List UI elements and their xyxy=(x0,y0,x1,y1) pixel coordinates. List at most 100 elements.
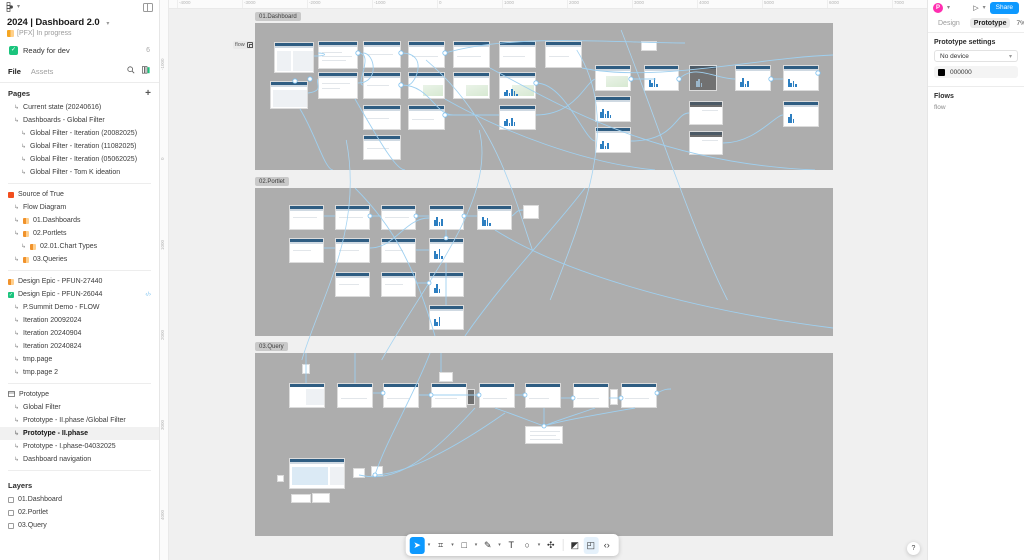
zoom-level[interactable]: 7% xyxy=(1016,19,1024,27)
library-icon[interactable] xyxy=(142,66,151,77)
frame-03-query[interactable]: 03.Query xyxy=(255,342,833,536)
page-item[interactable]: ↳02.Portlets xyxy=(0,227,159,240)
prototype-screen-thumb[interactable] xyxy=(429,272,464,297)
page-item[interactable]: ↳tmp.page 2 xyxy=(0,366,159,379)
shape-tool-chevron-icon[interactable]: ▾ xyxy=(474,542,478,548)
tab-design[interactable]: Design xyxy=(938,19,960,27)
play-icon[interactable]: ▷ xyxy=(973,4,979,12)
prototype-screen-thumb[interactable] xyxy=(523,205,539,219)
page-item[interactable]: ↳Global Filter - Iteration (05062025) xyxy=(0,153,159,166)
prototype-screen-thumb[interactable] xyxy=(595,65,631,91)
prototype-screen-thumb[interactable] xyxy=(335,205,370,230)
prototype-screen-thumb[interactable] xyxy=(318,72,358,99)
prototype-screen-thumb[interactable] xyxy=(383,383,419,408)
prototype-screen-thumb[interactable] xyxy=(277,475,284,482)
layer-item[interactable]: 01.Dashboard xyxy=(0,493,159,506)
prototype-screen-thumb[interactable] xyxy=(335,272,370,297)
move-tool-button[interactable]: ➤ xyxy=(409,536,425,554)
page-item[interactable]: ↳Global Filter - Iteration (11082025) xyxy=(0,140,159,153)
page-item[interactable]: ↳Iteration 20092024 xyxy=(0,314,159,327)
page-item[interactable]: ↳Dashboard navigation xyxy=(0,453,159,466)
prototype-screen-thumb[interactable] xyxy=(363,105,401,130)
avatar[interactable]: P xyxy=(933,2,943,13)
prototype-screen-thumb[interactable] xyxy=(363,41,401,68)
prototype-screen-thumb[interactable] xyxy=(641,41,657,51)
comment-tool-chevron-icon[interactable]: ▾ xyxy=(537,542,541,548)
color-swatch[interactable] xyxy=(938,68,945,76)
document-title[interactable]: 2024 | Dashboard 2.0 xyxy=(7,17,100,28)
prototype-screen-thumb[interactable] xyxy=(595,96,631,122)
background-color-row[interactable]: 000000 xyxy=(934,66,1018,78)
prototype-screen-thumb[interactable] xyxy=(363,72,401,99)
help-button[interactable]: ? xyxy=(907,542,920,555)
prototype-preview-toggle-button[interactable]: ◰ xyxy=(583,536,599,554)
prototype-screen-thumb[interactable] xyxy=(573,383,609,408)
prototype-screen-thumb[interactable] xyxy=(499,41,536,68)
text-tool-button[interactable]: T xyxy=(508,540,515,550)
page-item[interactable]: ↳02.01.Chart Types xyxy=(0,240,159,253)
prototype-screen-thumb-dark[interactable] xyxy=(689,65,717,91)
document-menu-chevron-icon[interactable]: ▾ xyxy=(106,21,110,27)
page-item[interactable]: ↳Prototype - I.phase-04032025 xyxy=(0,440,159,453)
page-item-prototype[interactable]: Prototype xyxy=(0,388,159,401)
code-view-toggle-button[interactable]: ‹› xyxy=(603,540,610,550)
prototype-screen-thumb[interactable] xyxy=(621,383,657,408)
flow-list-item[interactable]: flow xyxy=(934,104,946,111)
prototype-screen-thumb[interactable] xyxy=(289,458,345,489)
page-item[interactable]: ↳Prototype - II.phase /Global Filter xyxy=(0,414,159,427)
page-item[interactable]: ↳Iteration 20240824 xyxy=(0,340,159,353)
sidebar-tree[interactable]: Pages + ↳Current state (20240616) ↳Dashb… xyxy=(0,83,159,560)
prototype-screen-thumb[interactable] xyxy=(337,383,373,408)
frame-label[interactable]: 02.Portlet xyxy=(255,177,289,186)
prototype-screen-thumb-dark[interactable] xyxy=(689,101,723,125)
prototype-screen-thumb[interactable] xyxy=(302,364,310,374)
page-item[interactable]: ↳Global Filter - Tom K ideation xyxy=(0,166,159,179)
page-item[interactable]: ↳Iteration 20240904 xyxy=(0,327,159,340)
prototype-screen-thumb-dark[interactable] xyxy=(467,389,475,405)
prototype-screen-thumb[interactable] xyxy=(783,101,819,127)
prototype-screen-thumb[interactable] xyxy=(335,238,370,263)
prototype-screen-thumb[interactable] xyxy=(545,41,582,68)
figma-menu-button[interactable]: ▾ xyxy=(6,2,20,12)
frame-label[interactable]: 01.Dashboard xyxy=(255,12,301,21)
prototype-screen-thumb[interactable] xyxy=(381,238,416,263)
prototype-screen-thumb[interactable] xyxy=(429,205,464,230)
tab-file[interactable]: File xyxy=(8,67,21,76)
page-item[interactable]: ↳Current state (20240616) xyxy=(0,101,159,114)
prototype-screen-thumb[interactable] xyxy=(429,238,464,263)
prototype-screen-thumb[interactable] xyxy=(381,272,416,297)
prototype-screen-thumb[interactable] xyxy=(783,65,819,91)
panel-toggle-icon[interactable] xyxy=(143,2,153,12)
prototype-screen-thumb[interactable] xyxy=(408,41,445,68)
prototype-screen-thumb[interactable] xyxy=(291,494,311,503)
frame-tool-button[interactable]: ⌗ xyxy=(438,539,444,550)
pen-tool-button[interactable]: ✎ xyxy=(483,539,492,550)
move-tool-chevron-icon[interactable]: ▾ xyxy=(427,542,431,548)
prototype-screen-thumb[interactable] xyxy=(289,238,324,263)
search-icon[interactable] xyxy=(127,66,135,77)
page-item-source-of-true[interactable]: Source of True xyxy=(0,188,159,201)
layer-item[interactable]: 02.Portlet xyxy=(0,506,159,519)
prototype-screen-thumb[interactable] xyxy=(453,72,490,99)
prototype-screen-thumb[interactable] xyxy=(431,383,467,408)
prototype-screen-thumb[interactable] xyxy=(477,205,512,230)
prototype-screen-thumb[interactable] xyxy=(289,383,325,408)
prototype-screen-thumb[interactable] xyxy=(525,383,561,408)
prototype-screen-thumb[interactable] xyxy=(644,65,679,91)
page-item[interactable]: ↳01.Dashboards xyxy=(0,214,159,227)
frame-label[interactable]: 03.Query xyxy=(255,342,288,351)
prototype-screen-thumb[interactable] xyxy=(499,72,536,99)
prototype-screen-thumb[interactable] xyxy=(274,42,314,73)
prototype-screen-thumb[interactable] xyxy=(525,426,563,444)
page-item[interactable]: ↳Global Filter xyxy=(0,401,159,414)
tab-assets[interactable]: Assets xyxy=(30,67,54,76)
share-button[interactable]: Share xyxy=(989,1,1019,14)
page-item-selected[interactable]: ↳Prototype - II.phase xyxy=(0,427,159,440)
page-item[interactable]: Design Epic - PFUN-27440 xyxy=(0,275,159,288)
frame-01-dashboard[interactable]: 01.Dashboard xyxy=(233,12,833,170)
add-page-plus-icon[interactable]: + xyxy=(145,87,151,99)
ready-for-dev-row[interactable]: Ready for dev 6 xyxy=(5,43,154,58)
prototype-screen-thumb[interactable] xyxy=(735,65,771,91)
prototype-screen-thumb[interactable] xyxy=(429,305,464,330)
avatar-chevron-down-icon[interactable]: ▾ xyxy=(947,4,951,11)
